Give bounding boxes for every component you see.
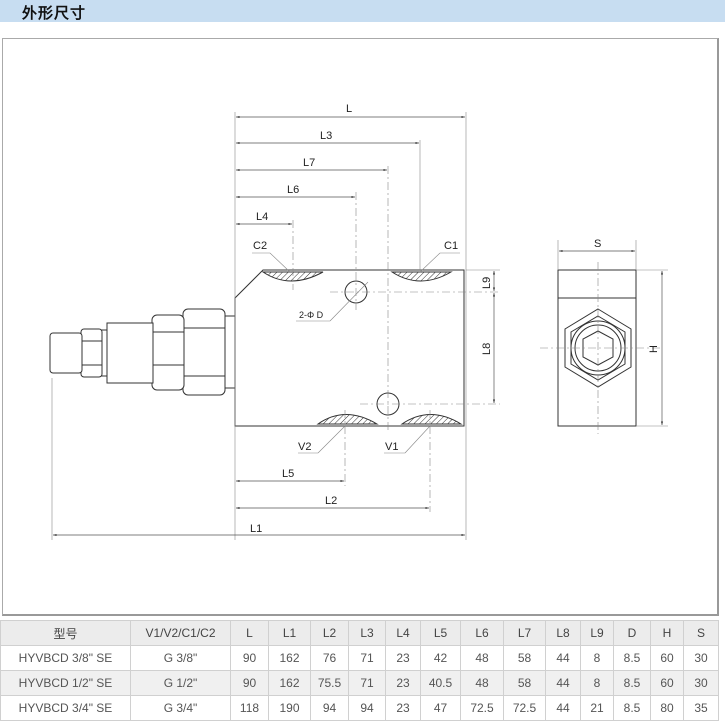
column-header: H — [650, 620, 684, 646]
label-L2: L2 — [325, 495, 337, 507]
value-cell: 23 — [385, 645, 421, 671]
label-H: H — [648, 345, 660, 353]
value-cell: 58 — [503, 645, 546, 671]
column-header: L8 — [545, 620, 581, 646]
valve-body — [234, 269, 465, 427]
value-cell: 71 — [348, 645, 386, 671]
column-header: L2 — [310, 620, 349, 646]
value-cell: 90 — [230, 645, 269, 671]
value-cell: 190 — [268, 695, 311, 721]
column-header: L7 — [503, 620, 546, 646]
label-L1: L1 — [250, 523, 262, 535]
value-cell: 44 — [545, 645, 581, 671]
column-header: L — [230, 620, 269, 646]
value-cell: 80 — [650, 695, 684, 721]
label-L8: L8 — [481, 343, 493, 355]
label-V1: V1 — [385, 441, 398, 453]
column-header: V1/V2/C1/C2 — [130, 620, 231, 646]
model-cell: HYVBCD 3/8" SE — [0, 645, 131, 671]
value-cell: 162 — [268, 670, 311, 696]
value-cell: 8.5 — [613, 670, 651, 696]
value-cell: 23 — [385, 670, 421, 696]
column-header: L3 — [348, 620, 386, 646]
label-L: L — [346, 103, 352, 115]
port-v2 — [316, 414, 379, 425]
value-cell: G 1/2" — [130, 670, 231, 696]
column-header: 型号 — [0, 620, 131, 646]
value-cell: 60 — [650, 645, 684, 671]
model-cell: HYVBCD 3/4" SE — [0, 695, 131, 721]
value-cell: 48 — [460, 645, 504, 671]
value-cell: 58 — [503, 670, 546, 696]
value-cell: 72.5 — [503, 695, 546, 721]
column-header: L5 — [420, 620, 461, 646]
value-cell: 8.5 — [613, 695, 651, 721]
value-cell: 47 — [420, 695, 461, 721]
label-C2: C2 — [253, 240, 267, 252]
port-c1 — [390, 271, 453, 282]
column-header: L6 — [460, 620, 504, 646]
label-L4: L4 — [256, 211, 268, 223]
label-S: S — [594, 238, 601, 250]
label-L6: L6 — [287, 184, 299, 196]
label-L5: L5 — [282, 468, 294, 480]
port-v1 — [400, 414, 463, 425]
label-V2: V2 — [298, 441, 311, 453]
value-cell: 94 — [348, 695, 386, 721]
value-cell: 8.5 — [613, 645, 651, 671]
value-cell: 8 — [580, 645, 614, 671]
cartridge-fitting — [49, 308, 236, 396]
column-header: L4 — [385, 620, 421, 646]
value-cell: 40.5 — [420, 670, 461, 696]
label-C1: C1 — [444, 240, 458, 252]
value-cell: 118 — [230, 695, 269, 721]
value-cell: 30 — [683, 645, 719, 671]
model-cell: HYVBCD 1/2" SE — [0, 670, 131, 696]
value-cell: 42 — [420, 645, 461, 671]
value-cell: G 3/8" — [130, 645, 231, 671]
value-cell: 72.5 — [460, 695, 504, 721]
dimension-drawing: L L3 L7 L6 L4 C2 C1 2-Φ D V2 V1 L5 L2 L1… — [49, 103, 668, 540]
value-cell: 44 — [545, 670, 581, 696]
column-header: L9 — [580, 620, 614, 646]
section-title: 外形尺寸 — [22, 4, 87, 22]
label-L3: L3 — [320, 130, 332, 142]
value-cell: 8 — [580, 670, 614, 696]
column-header: L1 — [268, 620, 311, 646]
value-cell: 48 — [460, 670, 504, 696]
value-cell: 44 — [545, 695, 581, 721]
value-cell: 75.5 — [310, 670, 349, 696]
port-c2 — [261, 271, 324, 282]
label-L7: L7 — [303, 157, 315, 169]
column-header: S — [683, 620, 719, 646]
column-header: D — [613, 620, 651, 646]
value-cell: 60 — [650, 670, 684, 696]
value-cell: 76 — [310, 645, 349, 671]
value-cell: 94 — [310, 695, 349, 721]
section-header: 外形尺寸 — [0, 0, 725, 22]
label-L9: L9 — [481, 277, 493, 289]
value-cell: 23 — [385, 695, 421, 721]
value-cell: G 3/4" — [130, 695, 231, 721]
value-cell: 90 — [230, 670, 269, 696]
value-cell: 21 — [580, 695, 614, 721]
value-cell: 162 — [268, 645, 311, 671]
value-cell: 35 — [683, 695, 719, 721]
value-cell: 30 — [683, 670, 719, 696]
value-cell: 71 — [348, 670, 386, 696]
label-hole: 2-Φ D — [299, 310, 324, 320]
